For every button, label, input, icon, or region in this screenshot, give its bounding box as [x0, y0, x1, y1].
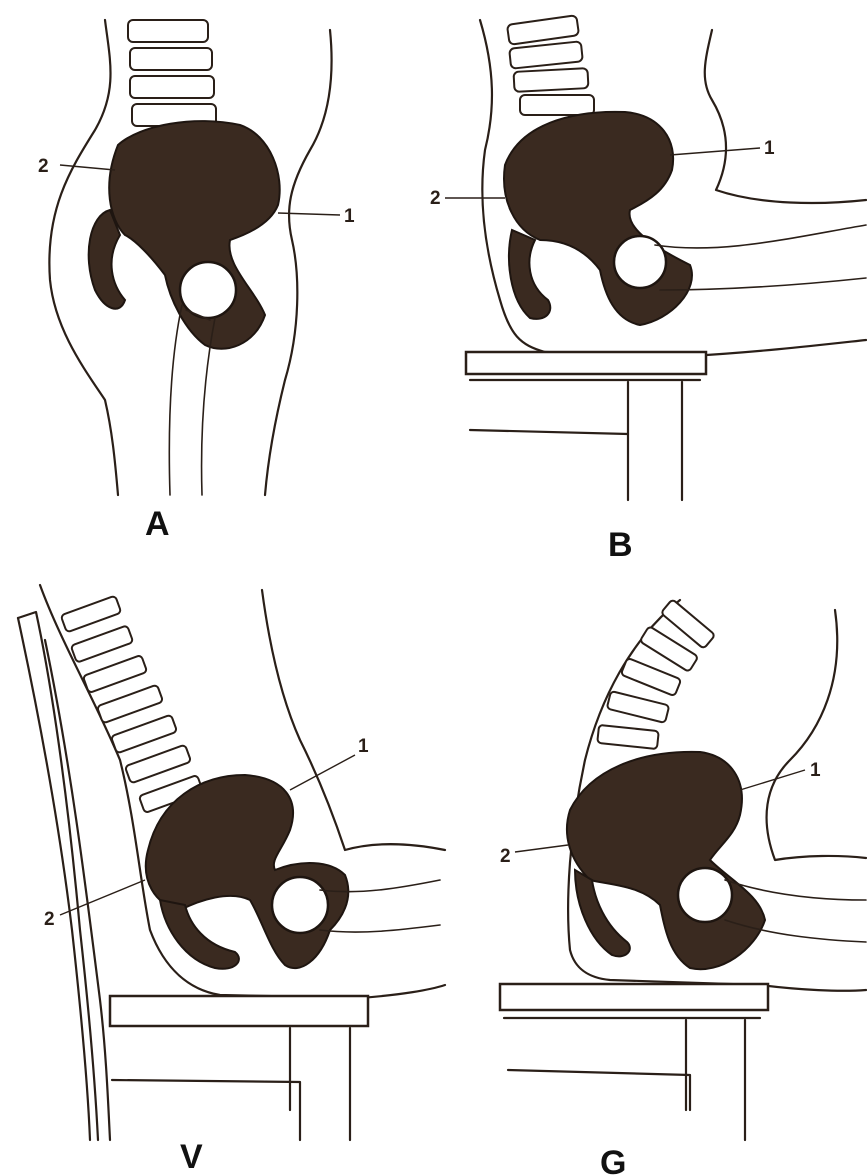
label-1: 1 — [764, 138, 775, 159]
panel-letter-v: V — [180, 1138, 203, 1176]
sacrum — [160, 900, 239, 969]
leader-line-1 — [290, 755, 355, 790]
label-2: 2 — [500, 846, 511, 867]
panel-v: 1 2 V — [18, 585, 445, 1176]
stool-seat — [500, 984, 768, 1010]
stool — [500, 984, 768, 1140]
lumbar-spine — [128, 20, 216, 126]
lumbar-spine — [61, 596, 204, 813]
femoral-head — [678, 868, 732, 922]
sacrum — [509, 230, 550, 319]
femoral-head — [180, 262, 236, 318]
thigh-underside — [760, 985, 866, 991]
panel-letter-a: A — [145, 505, 170, 543]
panel-b: 1 2 B — [430, 15, 866, 564]
leader-line-2 — [515, 845, 568, 852]
chair-seat — [110, 996, 368, 1140]
panel-a: 2 1 A — [38, 20, 355, 543]
leader-line-1 — [278, 213, 340, 215]
body-outline-front — [705, 30, 866, 203]
panel-g: 1 2 G — [500, 599, 866, 1176]
panel-letter-b: B — [608, 526, 633, 564]
leader-line-2 — [60, 880, 145, 915]
label-2: 2 — [38, 156, 49, 177]
lumbar-spine — [507, 15, 594, 115]
leader-line-2 — [60, 165, 115, 170]
label-1: 1 — [358, 736, 369, 757]
thigh-underside — [360, 985, 445, 998]
panel-letter-g: G — [600, 1144, 626, 1176]
stool-seat — [466, 352, 706, 374]
label-2: 2 — [44, 909, 55, 930]
leader-line-1 — [670, 148, 760, 155]
body-outline-front — [265, 30, 332, 495]
label-2: 2 — [430, 188, 441, 209]
thigh-underside — [690, 340, 866, 356]
body-outline-front — [767, 610, 866, 860]
femoral-head — [272, 877, 328, 933]
label-1: 1 — [810, 760, 821, 781]
label-1: 1 — [344, 206, 355, 227]
stool — [466, 352, 706, 500]
chair-seat-board — [110, 996, 368, 1026]
femoral-head — [614, 236, 666, 288]
